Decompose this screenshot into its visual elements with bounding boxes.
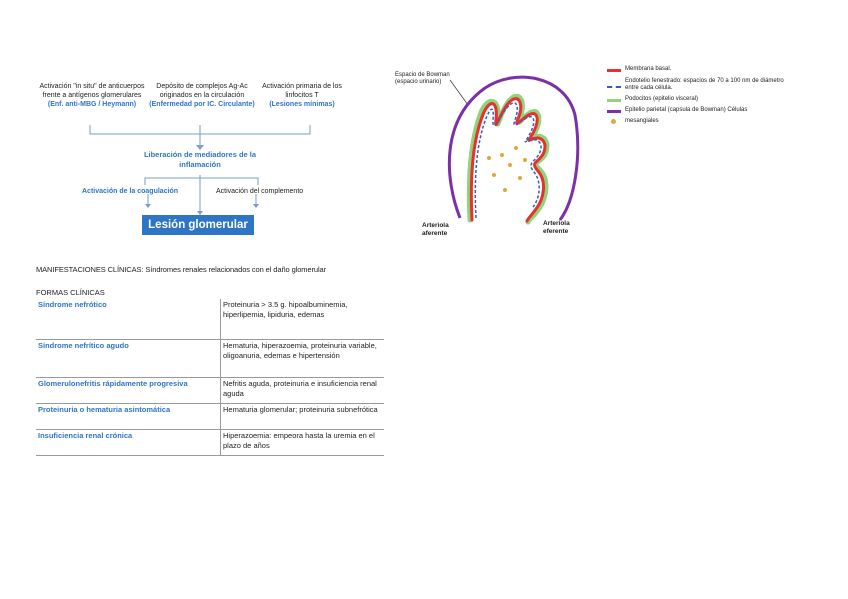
glomerulus-legend: Membrana basal. Endotelio fenestrado: es… (607, 66, 797, 128)
basement-membrane (469, 97, 547, 223)
form-name: Proteinuria o hematuria asintomática (36, 403, 221, 430)
cause-immune-complex: Depósito de complejos Ag-Ac originados e… (146, 82, 258, 109)
cause-insitu-tag: (Enf. anti-MBG / Heymann) (47, 101, 137, 108)
cause-insitu: Activación "in situ" de anticuerpos fren… (36, 82, 148, 109)
legend-label: mesangiales (625, 118, 659, 124)
table-row: Insuficiencia renal crónica Hiperazoemia… (36, 429, 384, 456)
legend-label: Endotelio fenestrado: espacios de 70 a 1… (625, 78, 784, 91)
legend-label: Podocitos (epitelio visceral) (625, 96, 699, 102)
form-description: Hiperazoemia: empeora hasta la uremia en… (220, 429, 384, 456)
clinical-forms-title: FORMAS CLÍNICAS (36, 288, 105, 297)
legend-swatch-green (607, 99, 621, 102)
bowman-pointer-line (449, 79, 469, 106)
form-name: Insuficiencia renal crónica (36, 429, 221, 456)
legend-basement-membrane: Membrana basal. (607, 66, 797, 76)
legend-swatch-purple (607, 110, 621, 113)
cause-t-lymphocytes-text: Activación primaria de los linfocitos T (262, 83, 342, 99)
cause-immune-complex-text: Depósito de complejos Ag-Ac originados e… (156, 83, 248, 99)
clinical-manifestations-title: MANIFESTACIONES CLÍNICAS: Síndromes rena… (36, 265, 327, 274)
podocyte-layer (466, 93, 550, 225)
glomerular-lesion-box: Lesión glomerular (142, 215, 254, 235)
legend-label: Epitelio parietal (capsula de Bowman) Cé… (625, 107, 748, 113)
legend-endothelium: Endotelio fenestrado: espacios de 70 a 1… (607, 76, 797, 96)
table-row: Proteinuria o hematuria asintomática Hem… (36, 403, 384, 430)
glomerulus-drawing (447, 75, 580, 225)
complement-activation: Activación del complemento (216, 188, 304, 195)
legend-swatch-blue (607, 86, 621, 90)
legend-parietal: Epitelio parietal (capsula de Bowman) Cé… (607, 107, 797, 118)
legend-podocytes: Podocitos (epitelio visceral) (607, 96, 797, 107)
form-name: Síndrome nefrótico (36, 299, 221, 340)
coagulation-activation: Activación de la coagulación (82, 188, 179, 195)
legend-swatch-red (607, 69, 621, 72)
form-description: Hematuria, hiperazoemia, proteinuria var… (220, 339, 384, 378)
legend-mesangial: mesangiales (607, 118, 797, 128)
form-description: Nefritis aguda, proteinuria e insuficien… (220, 377, 384, 404)
mediators-release: Liberación de mediadores de la inflamaci… (143, 150, 257, 169)
bowman-space-label: Espacio de Bowman (espacio urinario) (395, 72, 450, 85)
legend-swatch-orange (611, 119, 616, 124)
afferent-arteriole-label: Arteriola aferente (422, 222, 449, 237)
form-description: Hematuria glomerular; proteinuria subnef… (220, 403, 384, 430)
table-row: Glomerulonefritis rápidamente progresiva… (36, 377, 384, 404)
form-description: Proteinuria > 3.5 g. hipoalbuminemia, hi… (220, 299, 384, 340)
cause-t-lymphocytes: Activación primaria de los linfocitos T … (254, 82, 350, 109)
cause-insitu-text: Activación "in situ" de anticuerpos fren… (39, 83, 145, 99)
fenestrated-endothelium (474, 102, 542, 219)
efferent-arteriole-label: Arteriola eferente (543, 220, 570, 235)
cause-immune-complex-tag: (Enfermedad por IC. Circulante) (149, 101, 255, 108)
clinical-forms-table: Síndrome nefrótico Proteinuria > 3.5 g. … (36, 299, 384, 456)
cause-t-lymphocytes-tag: (Lesiones mínimas) (269, 101, 335, 108)
form-name: Síndrome nefrítico agudo (36, 339, 221, 378)
form-name: Glomerulonefritis rápidamente progresiva (36, 377, 221, 404)
table-row: Síndrome nefrítico agudo Hematuria, hipe… (36, 339, 384, 378)
parietal-epithelium (447, 75, 580, 221)
table-row: Síndrome nefrótico Proteinuria > 3.5 g. … (36, 299, 384, 340)
flowchart-connectors (89, 125, 311, 215)
mesangial-cells (487, 146, 527, 192)
legend-label: Membrana basal. (625, 66, 672, 72)
